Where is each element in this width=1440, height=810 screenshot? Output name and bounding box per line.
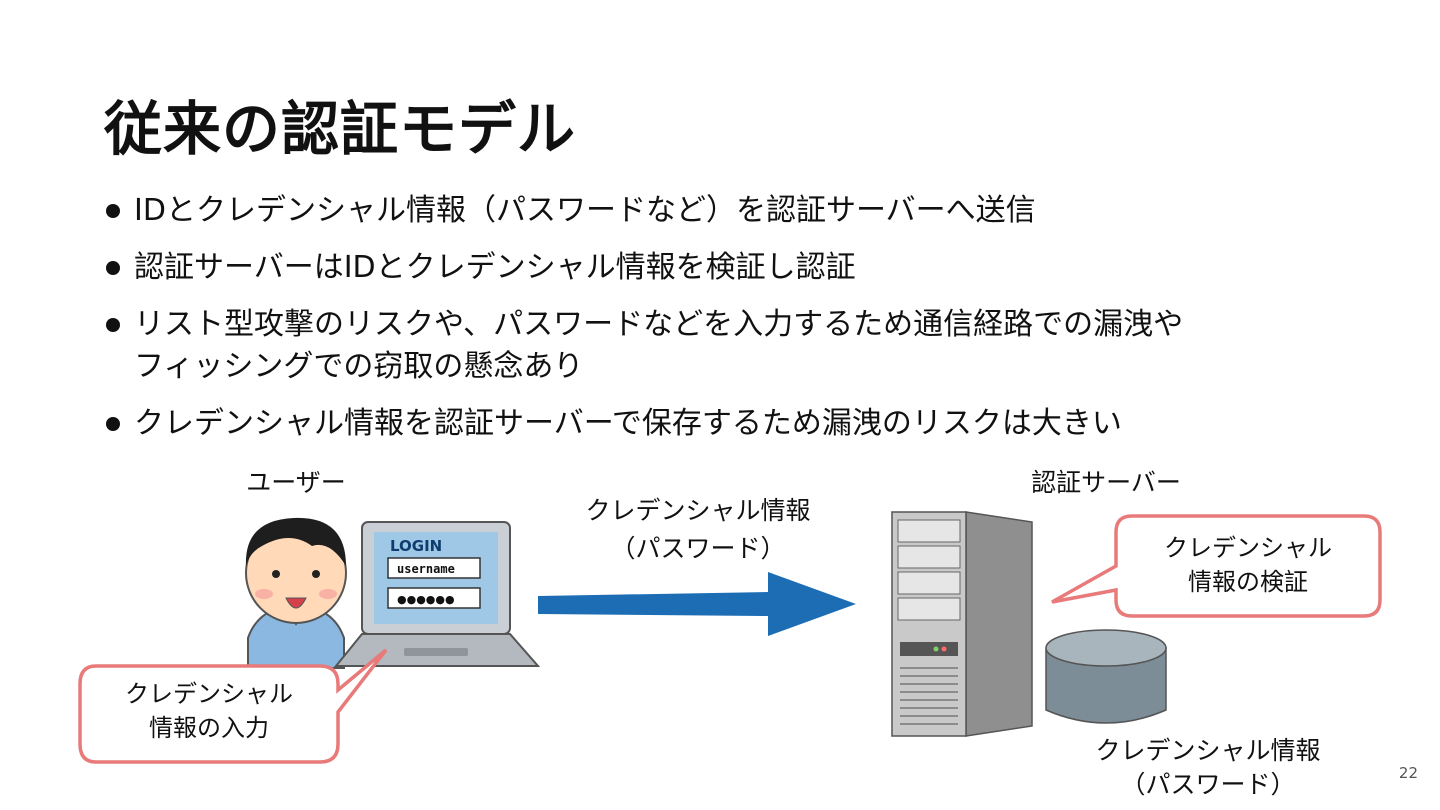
server-label: 認証サーバー [1031,468,1181,497]
user-label: ユーザー [246,468,346,497]
db-label-title: クレデンシャル情報 [1095,736,1321,765]
bullet-item: 認証サーバーはIDとクレデンシャル情報を検証し認証 [104,247,1364,289]
callout-verify-line1: クレデンシャル [1164,534,1332,562]
bullet-text: リスト型攻撃のリスクや、パスワードなどを入力するため通信経路での漏洩や フィッシ… [134,307,1184,384]
arrow-label-sub: （パスワード） [610,534,786,563]
laptop-login-title: LOGIN [390,537,442,555]
user-avatar-icon [245,517,347,669]
database-icon [1045,629,1167,724]
bullet-item: リスト型攻撃のリスクや、パスワードなどを入力するため通信経路での漏洩や フィッシ… [104,304,1364,388]
slide-title: 従来の認証モデル [104,95,577,163]
transmit-arrow-icon [538,572,856,636]
bullet-item: クレデンシャル情報を認証サーバーで保存するため漏洩のリスクは大きい [104,403,1364,445]
db-label-sub: （パスワード） [1120,770,1296,799]
callout-input-bubble [78,648,388,764]
callout-verify-line2: 情報の検証 [1188,568,1308,596]
bullet-text: 認証サーバーはIDとクレデンシャル情報を検証し認証 [134,250,856,285]
callout-verify-bubble [1051,514,1382,618]
laptop-username-text: username [397,562,455,576]
callout-input-line2: 情報の入力 [149,714,269,742]
server-icon [891,511,1033,737]
laptop-icon: LOGIN username ●●●●●● [333,521,541,667]
callout-input-line1: クレデンシャル [125,680,293,708]
bullet-list: IDとクレデンシャル情報（パスワードなど）を認証サーバーへ送信 認証サーバーはI… [104,190,1364,460]
laptop-password-text: ●●●●●● [397,593,455,606]
bullet-text: クレデンシャル情報を認証サーバーで保存するため漏洩のリスクは大きい [134,406,1122,441]
bullet-text: IDとクレデンシャル情報（パスワードなど）を認証サーバーへ送信 [134,193,1036,228]
page-number: 22 [1398,764,1418,782]
arrow-label-title: クレデンシャル情報 [585,496,811,525]
bullet-item: IDとクレデンシャル情報（パスワードなど）を認証サーバーへ送信 [104,190,1364,232]
